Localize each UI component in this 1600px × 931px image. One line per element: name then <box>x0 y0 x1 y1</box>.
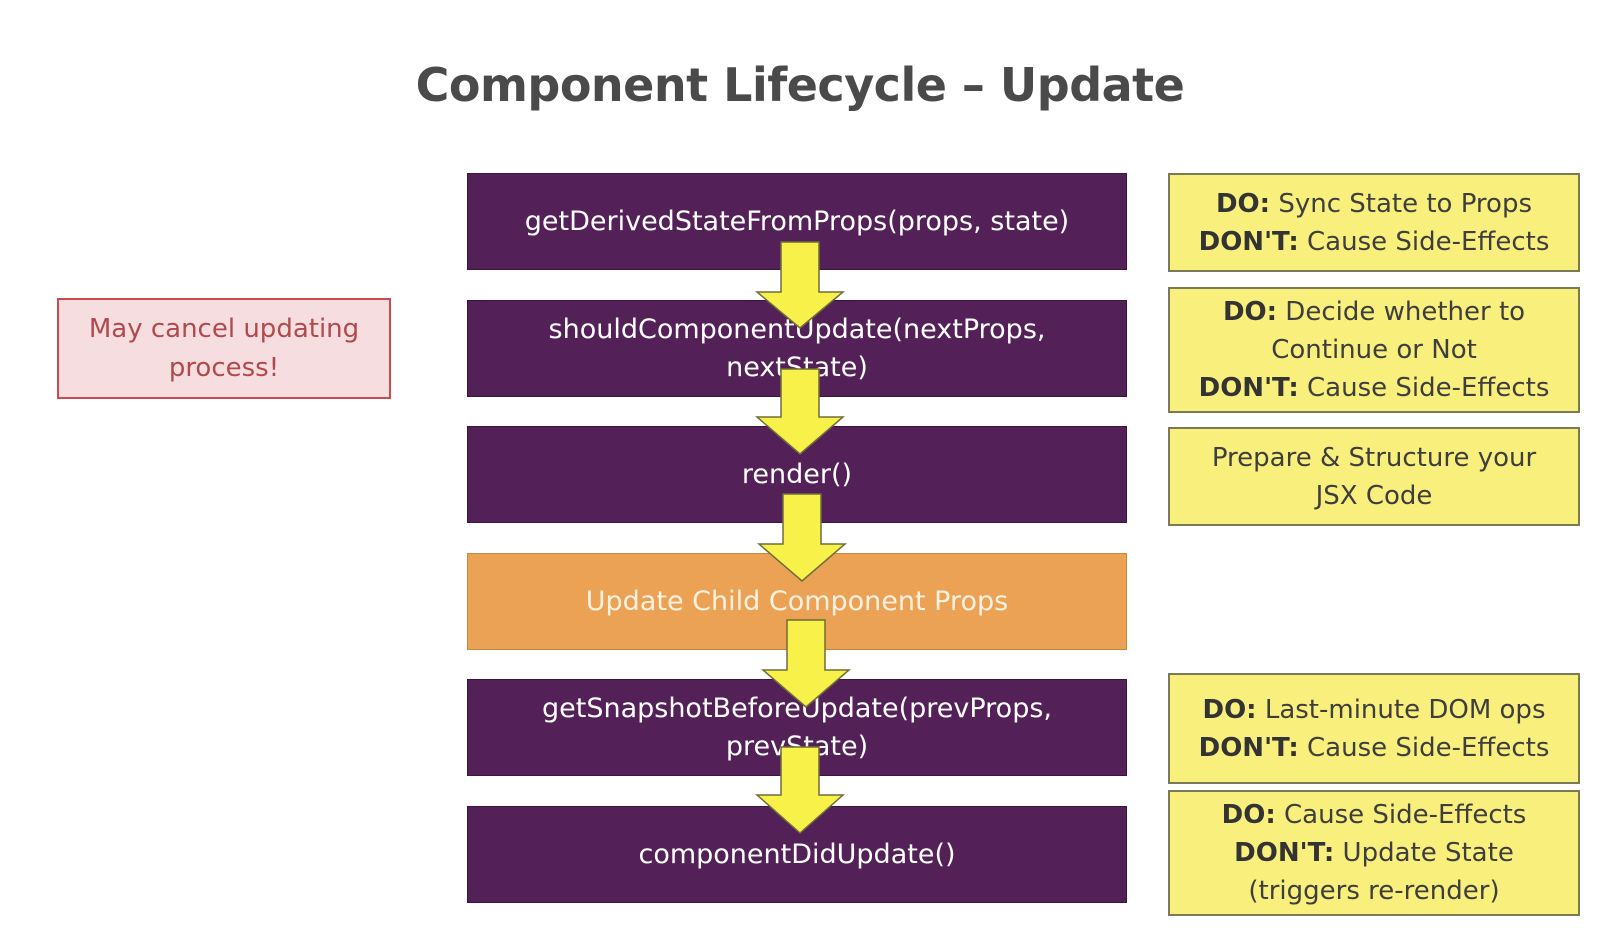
note-text: Decide whether to <box>1277 297 1526 327</box>
note-text: Cause Side-Effects <box>1275 800 1527 830</box>
note-line: Prepare & Structure your <box>1170 439 1578 477</box>
cancel-note-line2: process! <box>168 352 280 383</box>
step-label: componentDidUpdate() <box>638 838 956 870</box>
step-label: getSnapshotBeforeUpdate(prevProps, <box>541 692 1052 724</box>
step-component-did-update: componentDidUpdate() <box>467 806 1127 903</box>
note-dont-label: DON'T: <box>1198 226 1299 257</box>
note-render: Prepare & Structure your JSX Code <box>1168 427 1580 526</box>
note-line: DON'T: Cause Side-Effects <box>1170 369 1578 407</box>
note-text: Prepare & Structure your <box>1211 442 1537 473</box>
note-component-did-update: DO: Cause Side-Effects DON'T: Update Sta… <box>1168 790 1580 916</box>
note-do-label: DO: <box>1215 188 1271 219</box>
step-label: shouldComponentUpdate(nextProps, <box>548 313 1046 345</box>
note-line: (triggers re-render) <box>1170 872 1578 910</box>
step-label: getDerivedStateFromProps(props, state) <box>524 205 1070 237</box>
note-text: Update State <box>1334 838 1514 868</box>
note-text: Cause Side-Effects <box>1298 732 1550 763</box>
note-dont-label: DON'T: <box>1198 732 1299 763</box>
step-get-snapshot-before-update: getSnapshotBeforeUpdate(prevProps, prevS… <box>467 679 1127 776</box>
step-label: Update Child Component Props <box>585 585 1009 617</box>
note-line: DO: Sync State to Props <box>1170 185 1578 223</box>
note-line: DON'T: Cause Side-Effects <box>1170 223 1578 261</box>
step-label: render() <box>741 458 853 490</box>
note-do-label: DO: <box>1222 297 1278 327</box>
note-line: Continue or Not <box>1170 331 1578 369</box>
step-get-derived-state: getDerivedStateFromProps(props, state) <box>467 173 1127 270</box>
note-text: Sync State to Props <box>1270 188 1533 219</box>
note-line: DO: Decide whether to <box>1170 293 1578 331</box>
note-line: DON'T: Update State <box>1170 834 1578 872</box>
note-get-snapshot-before-update: DO: Last-minute DOM ops DON'T: Cause Sid… <box>1168 673 1580 784</box>
step-label-continued: prevState) <box>725 730 869 762</box>
note-line: JSX Code <box>1170 477 1578 515</box>
cancel-note-line1: May cancel updating <box>88 313 360 344</box>
note-should-component-update: DO: Decide whether to Continue or Not DO… <box>1168 287 1580 413</box>
note-line: DO: Last-minute DOM ops <box>1170 691 1578 729</box>
note-text: (triggers re-render) <box>1248 876 1500 906</box>
step-render: render() <box>467 426 1127 523</box>
note-text: Last-minute DOM ops <box>1256 694 1546 725</box>
step-should-component-update: shouldComponentUpdate(nextProps, nextSta… <box>467 300 1127 397</box>
note-dont-label: DON'T: <box>1234 838 1335 868</box>
step-label-continued: nextState) <box>726 351 868 383</box>
note-text: Cause Side-Effects <box>1298 226 1550 257</box>
note-line: DO: Cause Side-Effects <box>1170 796 1578 834</box>
step-update-child-props: Update Child Component Props <box>467 553 1127 650</box>
slide-title: Component Lifecycle – Update <box>415 58 1185 112</box>
note-dont-label: DON'T: <box>1198 373 1299 403</box>
note-do-label: DO: <box>1221 800 1276 830</box>
note-text: Cause Side-Effects <box>1298 373 1550 403</box>
note-get-derived-state: DO: Sync State to Props DON'T: Cause Sid… <box>1168 173 1580 272</box>
note-text: JSX Code <box>1315 480 1433 511</box>
note-do-label: DO: <box>1202 694 1257 725</box>
note-text: Continue or Not <box>1271 335 1477 365</box>
cancel-note: May cancel updating process! <box>57 298 391 399</box>
note-line: DON'T: Cause Side-Effects <box>1170 729 1578 767</box>
